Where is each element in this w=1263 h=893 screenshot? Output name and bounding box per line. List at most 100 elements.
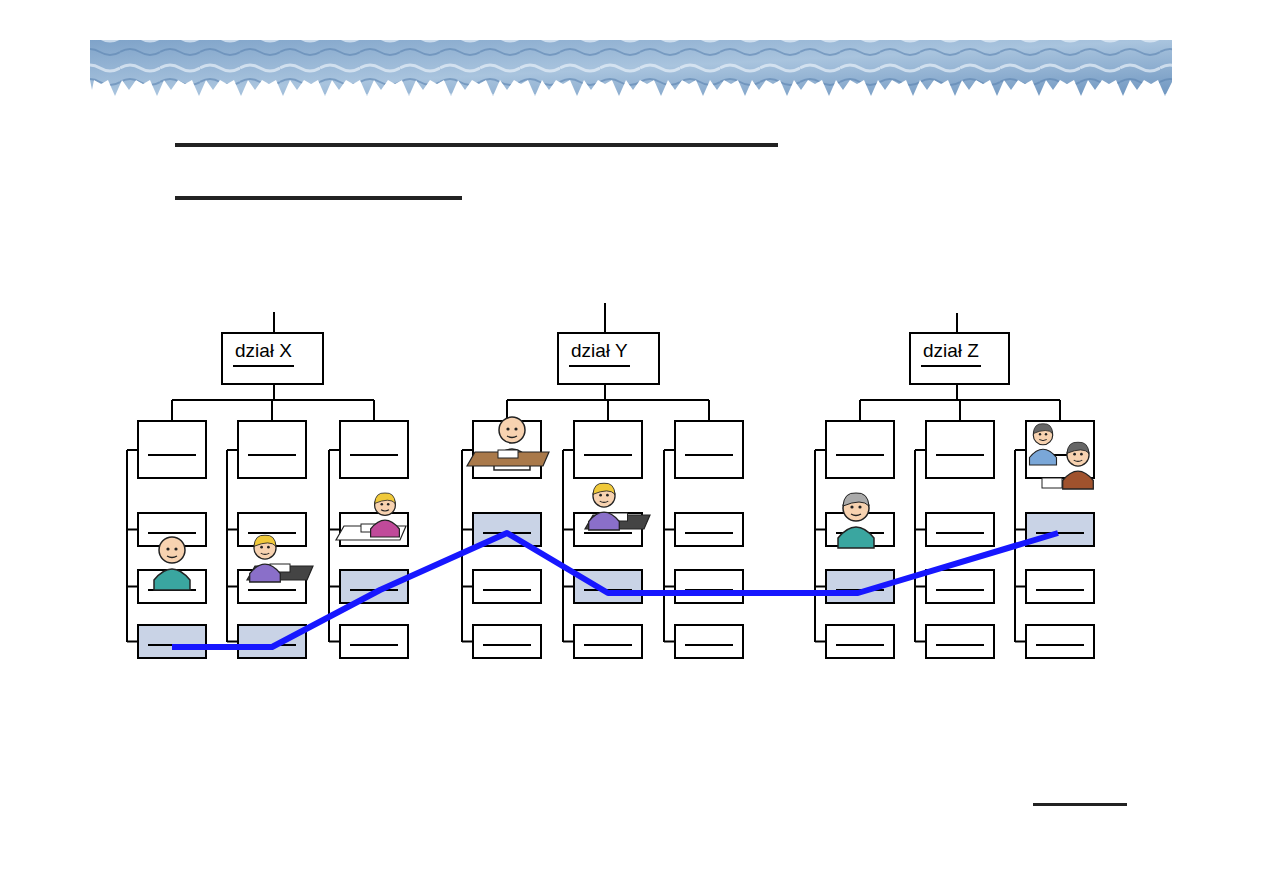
tree-line	[563, 586, 574, 588]
blank-line	[350, 454, 398, 456]
person-eye	[166, 547, 169, 550]
position-box	[574, 625, 642, 658]
position-box	[574, 421, 642, 478]
position-box	[926, 625, 994, 658]
tree-line	[563, 449, 574, 451]
tree-line	[1059, 400, 1061, 421]
clipart-people	[154, 417, 1093, 590]
tree-line	[1015, 449, 1026, 451]
blank-line	[148, 532, 196, 534]
person-mouth	[1074, 460, 1083, 461]
person-eye	[1039, 433, 1041, 435]
person-body	[838, 527, 874, 548]
tree-line	[604, 303, 606, 333]
person-hair	[254, 535, 276, 546]
position-box	[826, 625, 894, 658]
position-box	[238, 421, 306, 478]
tree-line	[664, 586, 675, 588]
person-eye	[267, 546, 270, 549]
person-body	[371, 520, 400, 537]
header-banner	[90, 40, 1172, 96]
department-box: dział X	[221, 332, 324, 385]
tree-line	[708, 400, 710, 421]
position-box	[473, 625, 541, 658]
tree-line	[227, 449, 238, 451]
position-box	[926, 570, 994, 603]
person-hair	[1067, 442, 1089, 453]
person-eye	[260, 546, 263, 549]
position-box	[1026, 421, 1094, 478]
title-line	[175, 143, 778, 147]
blank-line	[483, 589, 531, 591]
person-body	[1063, 471, 1094, 489]
tree-line	[462, 586, 473, 588]
position-box	[675, 570, 743, 603]
position-box	[138, 625, 206, 658]
blank-line	[1036, 589, 1084, 591]
person-hair	[843, 493, 869, 506]
tree-line	[815, 641, 826, 643]
person-eye	[381, 503, 384, 506]
tree-line	[126, 450, 128, 642]
blank-line	[685, 454, 733, 456]
tree-line	[563, 529, 574, 531]
person-clipart	[371, 493, 400, 537]
tree-line	[607, 400, 609, 421]
tree-line	[226, 450, 228, 642]
tree-line	[915, 641, 926, 643]
tree-line	[959, 400, 961, 421]
position-box	[574, 570, 642, 603]
department-name: dział Z	[921, 340, 981, 367]
position-box	[340, 570, 408, 603]
position-box	[473, 421, 541, 478]
blank-line	[350, 644, 398, 646]
tree-line	[956, 313, 958, 333]
person-eye	[858, 505, 861, 508]
position-box	[138, 421, 206, 478]
tree-line	[915, 449, 926, 451]
blank-line	[936, 532, 984, 534]
tree-line	[227, 529, 238, 531]
position-box	[1026, 570, 1094, 603]
blank-line	[936, 454, 984, 456]
tree-line	[329, 449, 340, 451]
tree-line	[462, 449, 473, 451]
blank-line	[148, 454, 196, 456]
person-eye	[599, 494, 602, 497]
tree-line	[461, 450, 463, 642]
department-name: dział X	[233, 340, 294, 367]
person-body	[250, 564, 281, 582]
paper	[1042, 478, 1062, 488]
position-box	[340, 625, 408, 658]
tree-line	[1015, 529, 1026, 531]
person-mouth	[261, 553, 270, 554]
position-box	[238, 625, 306, 658]
person-eye	[1073, 453, 1076, 456]
tree-line	[329, 586, 340, 588]
position-box	[926, 513, 994, 546]
banner-ground	[90, 40, 1172, 96]
blank-line	[1036, 644, 1084, 646]
person-eye	[387, 503, 390, 506]
person-mouth	[381, 510, 389, 511]
tree-line	[127, 586, 138, 588]
tree-line	[271, 400, 273, 421]
tree-line	[227, 586, 238, 588]
person-mouth	[1039, 440, 1047, 441]
department-box: dział Z	[909, 332, 1010, 385]
tree-line	[1015, 586, 1026, 588]
position-box	[473, 570, 541, 603]
person-clipart	[1030, 424, 1057, 465]
tree-line	[127, 449, 138, 451]
person-mouth	[851, 514, 861, 516]
tree-line	[1015, 641, 1026, 643]
tree-line	[562, 450, 564, 642]
person-eye	[506, 427, 509, 430]
blank-line	[584, 454, 632, 456]
person-body	[1030, 449, 1057, 465]
position-box	[138, 570, 206, 603]
blank-line	[248, 589, 296, 591]
tree-line	[915, 529, 926, 531]
tree-line	[373, 400, 375, 421]
